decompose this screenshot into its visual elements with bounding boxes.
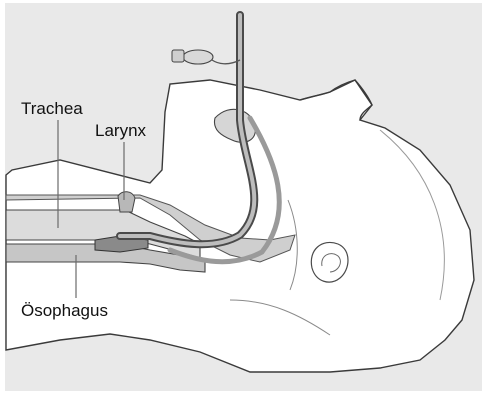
ear <box>311 242 348 282</box>
larynx-label: Larynx <box>95 121 146 141</box>
esophagus-label: Ösophagus <box>21 301 108 321</box>
pilot-balloon-icon <box>183 50 213 64</box>
larynx <box>118 192 135 212</box>
trachea-label: Trachea <box>21 99 83 119</box>
pilot-valve-icon <box>172 50 184 62</box>
